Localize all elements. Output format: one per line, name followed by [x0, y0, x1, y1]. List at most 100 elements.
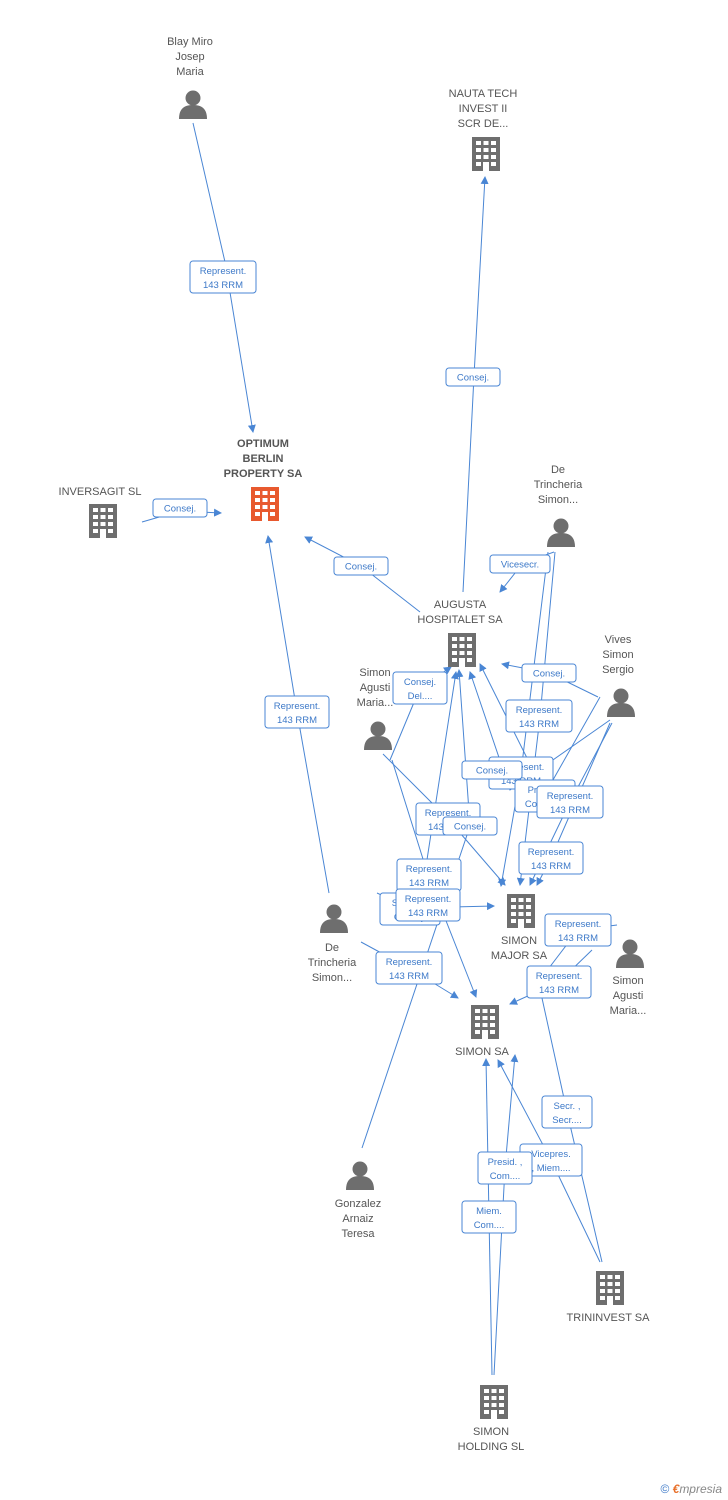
edge-label-text: Represent. 143 RRM [406, 864, 452, 889]
edge-label-box[interactable]: Represent.143 RRM [526, 965, 592, 999]
edge-label-line: Represent. [274, 701, 320, 712]
node-label-line: Simon... [538, 494, 578, 506]
edge-label-box[interactable]: Represent. 143 RRM [536, 785, 604, 819]
edge-label-line: Represent. [406, 864, 452, 875]
edge-label-line: 143 RRM [277, 715, 317, 726]
edge-label-line: Secr.... [552, 1115, 582, 1126]
edge-label-line: Consej. [404, 677, 436, 688]
node-label-line: SIMON [473, 1426, 509, 1438]
edge-label-frame [536, 785, 604, 819]
empresia-logo[interactable]: © €mpresia [660, 1482, 722, 1496]
edge-label-line: Miem. [476, 1206, 502, 1217]
node-label-line: BERLIN [243, 453, 284, 465]
edge-label-line: 143 RRM [408, 908, 448, 919]
edge-label-frame [518, 841, 584, 875]
edge-label-line: Presid. , [488, 1157, 523, 1168]
edge-label-line: Represent. [536, 971, 582, 982]
edge-label-box[interactable]: Represent. 143 RRM [264, 695, 330, 729]
edge-label-frame [395, 888, 461, 922]
node-label-line: Arnaiz [342, 1213, 373, 1225]
edge-label-box[interactable]: Represent.143 RRM [544, 913, 612, 947]
edge-label-line: 143 RRM [531, 861, 571, 872]
edge-label-line: Consej. [345, 562, 377, 573]
node-trininvest[interactable]: TRININVEST SA [567, 1271, 651, 1324]
node-label[interactable]: SIMON SA [455, 1046, 509, 1058]
edge-label-box[interactable]: Consej. [442, 816, 498, 836]
edge-label-line: 143 RRM [519, 719, 559, 730]
edge-label-box[interactable]: Consej. [445, 367, 501, 387]
edge-label-text: Consej.Del.... [404, 677, 436, 702]
edge-label-text: Represent. 143 RRM [516, 705, 562, 730]
edge-label-text: Represent.143 RRM [536, 971, 582, 996]
edge-label-box[interactable]: Vicesecr. [489, 554, 551, 574]
node-label[interactable]: INVERSAGIT SL [59, 486, 142, 498]
edge-label-text: Secr. ,Secr.... [552, 1101, 582, 1126]
edge-label-text: Consej. [454, 822, 486, 833]
edge-label-line: Consej. [454, 822, 486, 833]
node-simonsa[interactable]: SIMON SA [455, 1005, 510, 1058]
edge-label-line: Represent. [547, 791, 593, 802]
edge-label-frame [442, 816, 498, 836]
edge-label-box[interactable]: Presid. ,Com.... [477, 1151, 533, 1185]
edge-label-frame [264, 695, 330, 729]
edge-label-box[interactable]: Represent. 143 RRM [518, 841, 584, 875]
node-label[interactable]: OPTIMUM BERLIN PROPERTY SA [224, 438, 303, 480]
edge-label-box[interactable]: Represent.143 RRM [375, 951, 443, 985]
edge-label-box[interactable]: Miem.Com.... [461, 1200, 517, 1234]
edge-label-box[interactable]: Consej.Del.... [392, 671, 448, 705]
edge-label-box[interactable]: Consej. [333, 556, 389, 576]
edge-label-frame [375, 951, 443, 985]
edge-label-box[interactable]: Represent.143 RRM [395, 888, 461, 922]
edge-label-text: Represent.143 RRM [555, 919, 601, 944]
edge-label-line: 143 RRM [203, 280, 243, 291]
edge-label-box[interactable]: Consej. [521, 663, 577, 683]
node-label-line: INVEST II [459, 103, 508, 115]
edge-label-box[interactable]: Consej. [152, 498, 208, 518]
edge-label-frame [526, 965, 592, 999]
edge-line [468, 671, 611, 791]
edge-label-text: Consej. [164, 504, 196, 515]
node-label-line: HOSPITALET SA [417, 614, 503, 626]
node-label-line: Simon [602, 649, 633, 661]
edge-label-box[interactable]: Represent.143 RRM [189, 260, 257, 294]
edge-label-box[interactable]: Represent. 143 RRM [396, 858, 462, 892]
node-inversagit[interactable]: INVERSAGIT SL [59, 486, 142, 538]
edge-label-box[interactable]: Represent. 143 RRM [505, 699, 573, 733]
edge-label-line: 143 RRM [550, 805, 590, 816]
edge-label-line: Represent. [516, 705, 562, 716]
edge-label-frame [489, 554, 551, 574]
edge-label-box[interactable]: Secr. ,Secr.... [541, 1095, 593, 1129]
node-label[interactable]: TRININVEST SA [567, 1312, 651, 1324]
edge-label-line: 143 RRM [409, 878, 449, 889]
edge-label-frame [544, 913, 612, 947]
edge-label-line: Represent. [528, 847, 574, 858]
node-label-line: PROPERTY SA [224, 468, 303, 480]
node-label-line: Vives [605, 634, 632, 646]
edge-label-box[interactable]: Consej. [461, 760, 523, 780]
node-optimum[interactable]: OPTIMUM BERLIN PROPERTY SA [224, 438, 303, 521]
node-label-line: OPTIMUM [237, 438, 289, 450]
person-icon [320, 904, 348, 933]
